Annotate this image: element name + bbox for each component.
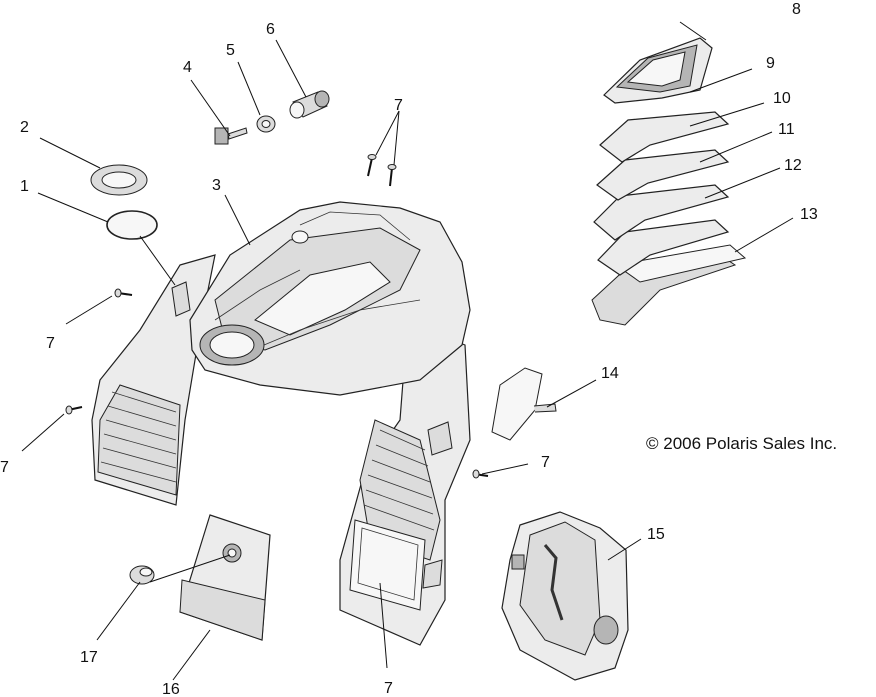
callout-7-bottom: 7: [384, 680, 393, 697]
callout-7-top: 7: [394, 97, 403, 114]
callout-11: 11: [778, 121, 795, 138]
part-2-gasket: [90, 164, 148, 196]
part-3-hood: [91, 201, 471, 646]
callout-17: 17: [80, 649, 98, 666]
callout-7-left: 7: [46, 335, 55, 352]
callout-10: 10: [773, 90, 791, 107]
callout-9: 9: [766, 55, 775, 72]
callout-labels: 1 2 3 4 5 6 7 7 7 7 7 8 9 10 11 12 13 14…: [0, 1, 818, 697]
callout-7-far-left: 7: [0, 459, 9, 476]
windshield-stack: [591, 37, 747, 326]
callout-4: 4: [183, 59, 192, 76]
part-17-grommet: [129, 565, 155, 585]
callout-14: 14: [601, 365, 619, 382]
part-6-switch: [289, 90, 330, 119]
callout-5: 5: [226, 42, 235, 59]
part-4-key: [214, 127, 248, 145]
leader-lines: [21, 21, 794, 681]
callout-6: 6: [266, 21, 275, 38]
part-5-nut: [256, 115, 276, 133]
part-1-oring: [106, 210, 158, 240]
callout-15: 15: [647, 526, 665, 543]
part-15-side-pod: [501, 511, 629, 681]
callout-13: 13: [800, 206, 818, 223]
callout-16: 16: [162, 681, 180, 697]
callout-3: 3: [212, 177, 221, 194]
callout-12: 12: [784, 157, 802, 174]
part-16-panel: [179, 514, 271, 641]
part-14-pad: [491, 367, 557, 441]
copyright-notice: © 2006 Polaris Sales Inc.: [646, 434, 837, 453]
callout-8: 8: [792, 1, 801, 18]
callout-7-right: 7: [541, 454, 550, 471]
callout-1: 1: [20, 178, 29, 195]
callout-2: 2: [20, 119, 29, 136]
